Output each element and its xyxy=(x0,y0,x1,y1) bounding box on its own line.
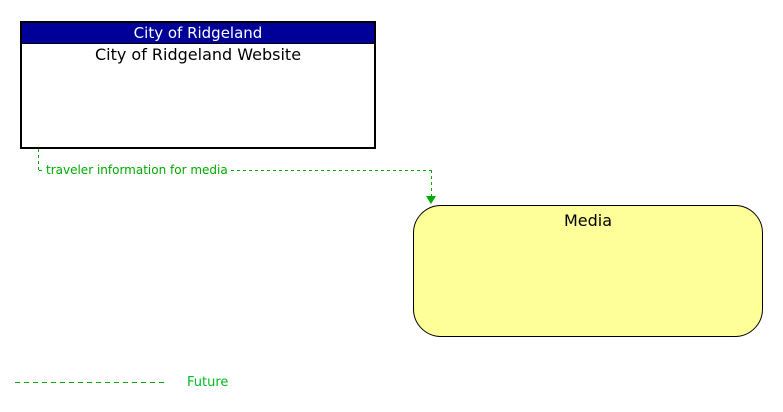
media-terminator-title: Media xyxy=(563,211,613,230)
flow-line-vertical-to-media xyxy=(431,170,432,197)
legend-future-line-sample xyxy=(15,382,167,383)
media-terminator-box[interactable]: Media xyxy=(413,205,763,337)
ridgeland-entity-box[interactable]: City of Ridgeland City of Ridgeland Webs… xyxy=(20,21,376,149)
flow-line-vertical-from-box xyxy=(38,149,39,170)
ridgeland-entity-title: City of Ridgeland Website xyxy=(94,45,302,64)
flow-arrowhead-icon xyxy=(426,196,436,204)
flow-label: traveler information for media xyxy=(45,163,229,177)
flow-line-horizontal xyxy=(39,170,431,171)
ridgeland-entity-header: City of Ridgeland xyxy=(22,23,374,44)
legend-future-label: Future xyxy=(187,375,229,390)
